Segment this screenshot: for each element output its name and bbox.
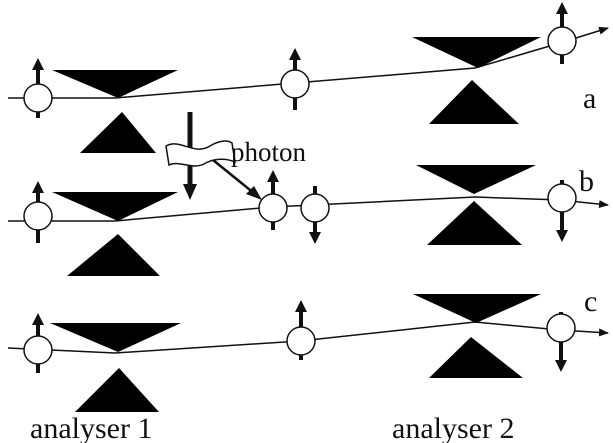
row-label-c: c [584,285,597,318]
analyser2-bottom-magnet-c [429,337,523,378]
photon-wave-icon [165,140,236,167]
photon-label: photon [231,137,307,167]
spin-up-particle [280,48,310,110]
row-b: b [8,165,609,276]
analyser1-top-magnet-c [50,323,181,352]
spin-up-particle [547,2,577,64]
photon-interaction: photon [165,112,307,200]
analyser1-top-magnet-a [52,70,178,98]
spin-down-particle [546,312,576,372]
row-c: c [7,285,609,412]
spin-down-particle [300,186,330,244]
analyser2-bottom-magnet-a [429,80,519,124]
analyser-2-label: analyser 2 [392,412,514,443]
analyser2-bottom-magnet-b [427,201,522,245]
spin-up-particle [286,300,316,360]
analyser1-bottom-magnet-b [67,234,160,276]
row-label-a: a [583,82,596,115]
analyser1-bottom-magnet-a [80,112,156,153]
analyser1-top-magnet-b [52,192,178,221]
spin-up-particle [23,181,53,243]
row-label-b: b [579,165,594,198]
spin-up-particle [23,58,53,118]
analyser2-top-magnet-c [413,294,541,323]
analyser-1-label: analyser 1 [30,412,152,443]
analyser2-top-magnet-a [412,37,541,68]
analyser2-top-magnet-b [416,165,536,194]
spin-up-particle [258,170,288,230]
row-a: a [8,2,609,153]
photon-pointer-arrow [212,159,256,195]
spin-down-particle [547,180,577,242]
spin-up-particle [23,313,53,373]
analyser1-bottom-magnet-c [75,368,159,412]
